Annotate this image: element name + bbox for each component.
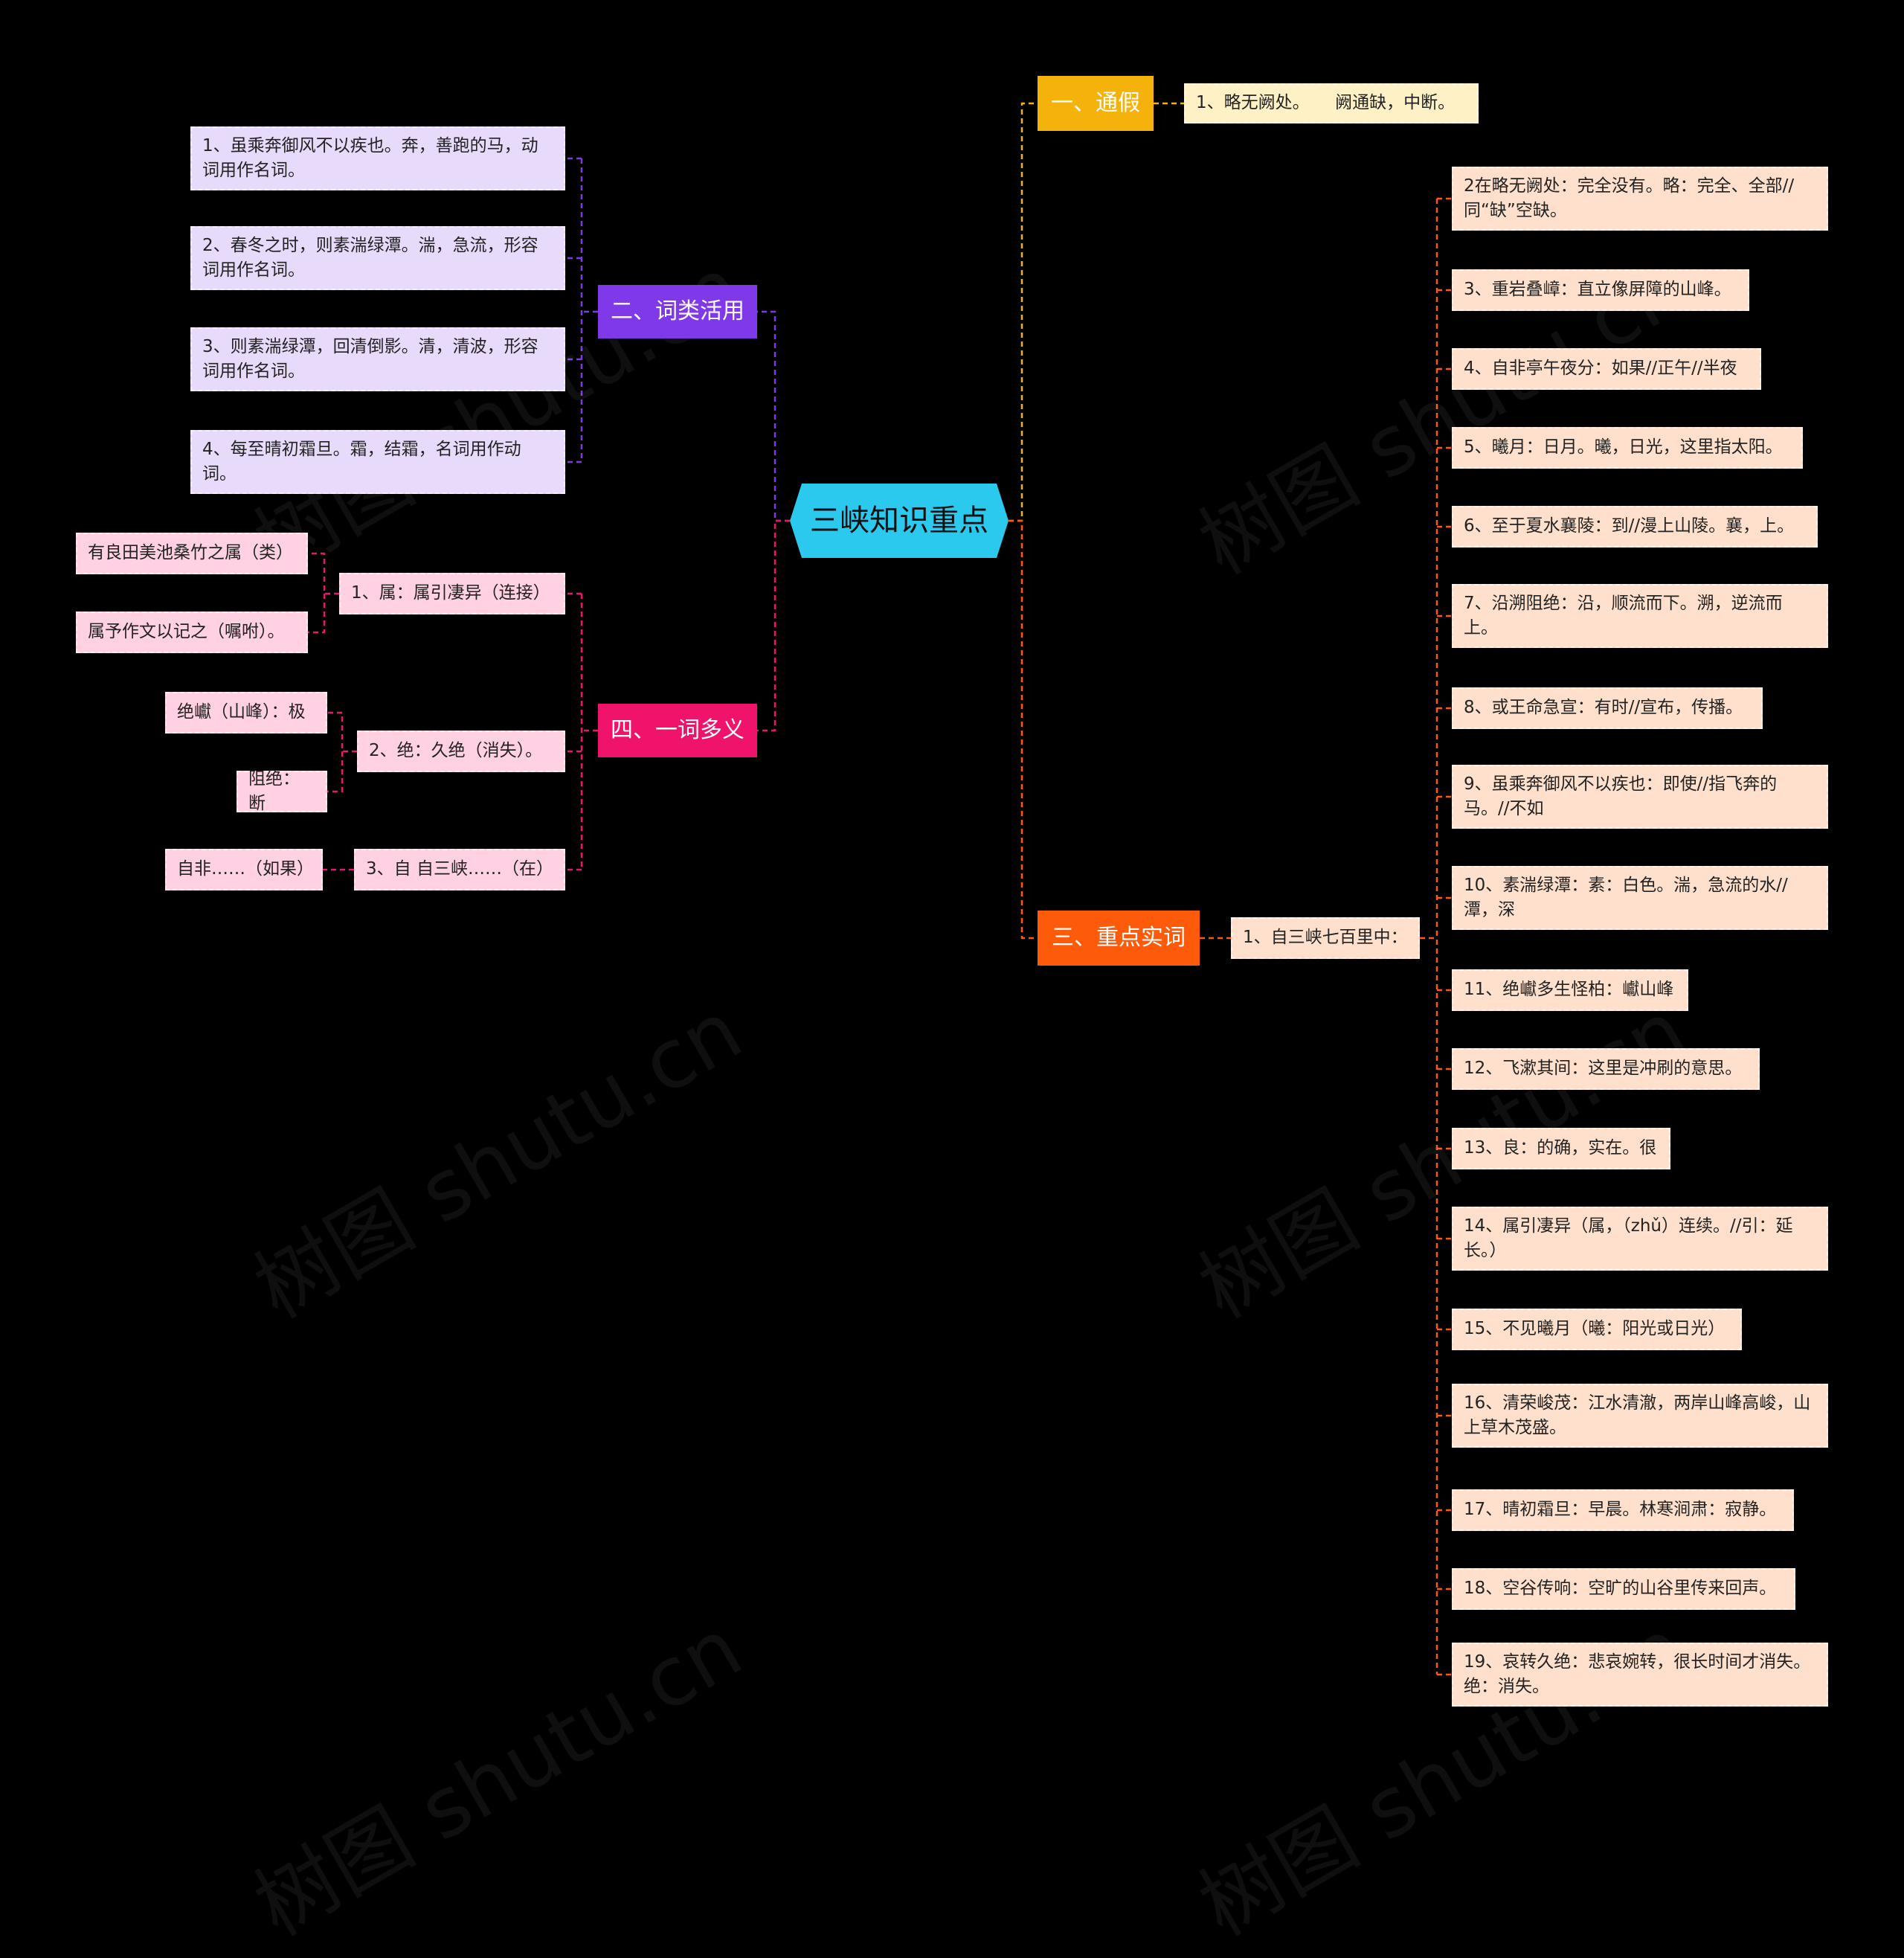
tongjia-item[interactable]: 1、略无阙处。 阙通缺，中断。 bbox=[1184, 83, 1479, 123]
connector-line bbox=[327, 751, 344, 793]
shici-item[interactable]: 8、或王命急宣：有时//宣布，传播。 bbox=[1452, 687, 1763, 729]
shici-item[interactable]: 13、良：的确，实在。很 bbox=[1452, 1128, 1670, 1169]
shici-item[interactable]: 17、晴初霜旦：早晨。林寒涧肃：寂静。 bbox=[1452, 1489, 1794, 1531]
shici-item[interactable]: 5、曦月：日月。曦，日光，这里指太阳。 bbox=[1452, 427, 1803, 469]
connector-line bbox=[757, 519, 790, 732]
duoyi-sense[interactable]: 属予作文以记之（嘱咐）。 bbox=[76, 612, 308, 653]
connector-line bbox=[308, 552, 339, 595]
shici-item[interactable]: 2在略无阙处：完全没有。略：完全、全部//同“缺”空缺。 bbox=[1452, 167, 1828, 231]
shici-item[interactable]: 4、自非亭午夜分：如果//正午//半夜 bbox=[1452, 348, 1761, 390]
shici-item[interactable]: 15、不见曦月（曦：阳光或日光） bbox=[1452, 1309, 1742, 1350]
huoyong-item[interactable]: 3、则素湍绿潭，回清倒影。清，清波，形容词用作名词。 bbox=[190, 327, 565, 391]
duoyi-group-label[interactable]: 3、自 自三峡……（在） bbox=[354, 849, 565, 890]
duoyi-sense[interactable]: 有良田美池桑竹之属（类） bbox=[76, 533, 308, 574]
shici-item[interactable]: 9、虽乘奔御风不以疾也：即使//指飞奔的马。//不如 bbox=[1452, 765, 1828, 829]
shici-subheading[interactable]: 1、自三峡七百里中： bbox=[1231, 917, 1420, 959]
huoyong-item[interactable]: 4、每至晴初霜旦。霜，结霜，名词用作动词。 bbox=[190, 430, 565, 494]
shici-item[interactable]: 10、素湍绿潭：素：白色。湍，急流的水//潭，深 bbox=[1452, 866, 1828, 930]
connector-line bbox=[327, 711, 357, 753]
connector-line bbox=[1009, 102, 1038, 522]
connector-line bbox=[308, 594, 326, 634]
duoyi-group-label[interactable]: 1、属：属引凄异（连接） bbox=[339, 573, 565, 614]
shici-item[interactable]: 14、属引凄异（属，（zhǔ）连续。//引：延长。） bbox=[1452, 1207, 1828, 1271]
connector-line bbox=[1009, 519, 1038, 940]
shici-item[interactable]: 7、沿溯阻绝：沿，顺流而下。溯，逆流而上。 bbox=[1452, 584, 1828, 648]
branch-zhongdian-shici[interactable]: 三、重点实词 bbox=[1038, 911, 1200, 966]
duoyi-group-label[interactable]: 2、绝：久绝（消失）。 bbox=[357, 731, 565, 772]
shici-item[interactable]: 19、哀转久绝：悲哀婉转，很长时间才消失。绝：消失。 bbox=[1452, 1643, 1828, 1707]
huoyong-item[interactable]: 2、春冬之时，则素湍绿潭。湍，急流，形容词用作名词。 bbox=[190, 226, 565, 290]
duoyi-sense[interactable]: 绝巘（山峰）：极 bbox=[165, 692, 327, 734]
shici-item[interactable]: 18、空谷传响：空旷的山谷里传来回声。 bbox=[1452, 1568, 1795, 1610]
duoyi-sense[interactable]: 自非……（如果） bbox=[165, 849, 323, 890]
shici-item[interactable]: 6、至于夏水襄陵：到//漫上山陵。襄，上。 bbox=[1452, 506, 1818, 548]
shici-item[interactable]: 3、重岩叠嶂：直立像屏障的山峰。 bbox=[1452, 269, 1749, 311]
branch-cilei-huoyong[interactable]: 二、词类活用 bbox=[598, 285, 757, 338]
shici-item[interactable]: 12、飞漱其间：这里是冲刷的意思。 bbox=[1452, 1048, 1760, 1090]
branch-yici-duoyi[interactable]: 四、一词多义 bbox=[598, 704, 757, 757]
branch-tongjia[interactable]: 一、通假 bbox=[1038, 76, 1154, 131]
duoyi-sense[interactable]: 阻绝：断 bbox=[237, 769, 327, 813]
huoyong-item[interactable]: 1、虽乘奔御风不以疾也。奔，善跑的马，动词用作名词。 bbox=[190, 126, 565, 190]
shici-item[interactable]: 11、绝巘多生怪柏：巘山峰 bbox=[1452, 969, 1688, 1011]
connector-line bbox=[757, 310, 790, 522]
connector-lines bbox=[308, 102, 1452, 1676]
root-node[interactable]: 三峡知识重点 bbox=[790, 484, 1009, 558]
shici-item[interactable]: 16、清荣峻茂：江水清澈，两岸山峰高峻，山上草木茂盛。 bbox=[1452, 1384, 1828, 1448]
